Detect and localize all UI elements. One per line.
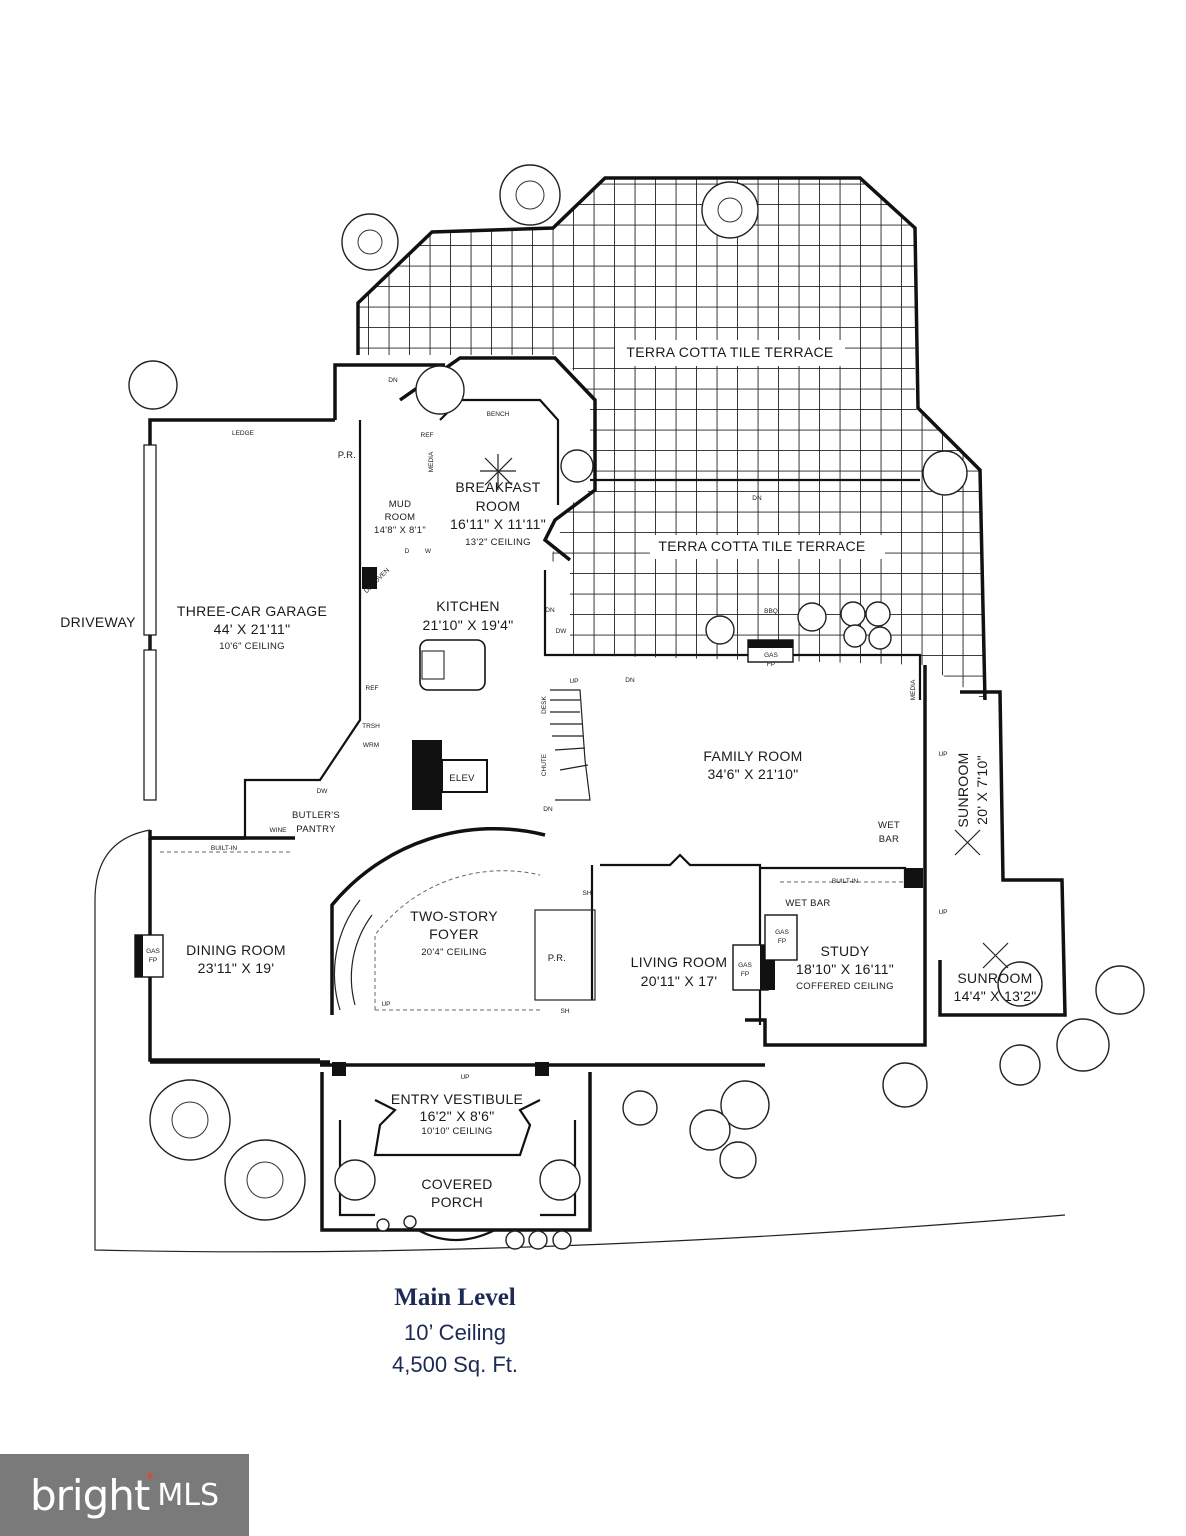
kitchen-size: 21'10" X 19'4" <box>422 617 513 633</box>
gas-fp-dining-2: FP <box>149 957 157 964</box>
built-in-study: BUILT-IN <box>832 878 859 885</box>
garage-name: THREE-CAR GARAGE <box>177 603 327 619</box>
dn-label-1: DN <box>388 377 398 384</box>
butlers-name2: PANTRY <box>296 824 336 835</box>
dn-label-3: DN <box>625 677 635 684</box>
family-size: 34'6" X 21'10" <box>707 766 798 782</box>
foyer-name2: FOYER <box>429 926 479 942</box>
sunroom-lower-name: SUNROOM <box>957 970 1032 986</box>
ledge-label: LEDGE <box>232 430 255 437</box>
level-square-footage: 4,500 Sq. Ft. <box>392 1352 518 1377</box>
media-label-family: MEDIA <box>910 679 917 700</box>
family-name: FAMILY ROOM <box>703 748 802 764</box>
mud-name: MUD <box>389 499 412 510</box>
breakfast-name: BREAKFAST <box>455 479 540 495</box>
gas-fp-dining-1: GAS <box>146 948 160 955</box>
gas-fp-family-1: GAS <box>764 652 778 659</box>
garage-size: 44' X 21'11" <box>214 621 291 637</box>
media-label-mud: MEDIA <box>428 451 435 472</box>
ref-label-mud: REF <box>421 432 434 439</box>
up-label-5: UP <box>460 1074 469 1081</box>
vestibule-name: ENTRY VESTIBULE <box>391 1091 523 1107</box>
vestibule-size: 16'2" X 8'6" <box>420 1108 495 1124</box>
bbq-label: BBQ <box>764 608 778 615</box>
sunroom-upper-size: 20' X 7'10" <box>974 755 990 825</box>
sunroom-lower-size: 14'4" X 13'2" <box>953 988 1036 1004</box>
dn-label-5: DN <box>545 607 555 614</box>
porch-name2: PORCH <box>431 1194 483 1210</box>
up-label-3: UP <box>938 909 947 916</box>
sunroom-upper-name: SUNROOM <box>955 752 971 827</box>
living-size: 20'11" X 17' <box>641 973 718 989</box>
gas-fp-family-2: FP <box>767 661 775 668</box>
vestibule-ceiling: 10'10" CEILING <box>421 1126 492 1137</box>
study-name: STUDY <box>821 943 870 959</box>
garage-ceiling: 10'6" CEILING <box>219 641 285 652</box>
bright-mls-logo: bright MLS <box>0 1454 249 1536</box>
dining-name: DINING ROOM <box>186 942 286 958</box>
wine-label: WINE <box>270 827 288 834</box>
desk-label: DESK <box>541 695 548 713</box>
room-labels: TERRA COTTA TILE TERRACE TERRA COTTA TIL… <box>60 344 1036 1210</box>
bench-label: BENCH <box>487 411 510 418</box>
breakfast-name2: ROOM <box>476 498 521 514</box>
gas-fp-living-1: GAS <box>738 962 752 969</box>
gas-fp-study-2: FP <box>778 938 786 945</box>
kitchen-name: KITCHEN <box>436 598 500 614</box>
up-label-2: UP <box>938 751 947 758</box>
dw-label-butler: DW <box>317 788 329 795</box>
up-label-4: UP <box>381 1001 390 1008</box>
logo-mls-text: MLS <box>157 1477 219 1513</box>
breakfast-ceiling: 13'2" CEILING <box>465 537 531 548</box>
wrm-label: WRM <box>363 742 379 749</box>
wet-bar-study-label: WET BAR <box>785 898 830 909</box>
study-size: 18'10" X 16'11" <box>796 961 894 977</box>
trsh-label: TRSH <box>362 723 380 730</box>
up-label-1: UP <box>569 678 578 685</box>
butlers-name: BUTLER'S <box>292 810 340 821</box>
ceiling-fan-icons <box>480 454 1009 969</box>
sh-label-upper: SH <box>582 890 591 897</box>
gas-fp-living-2: FP <box>741 971 749 978</box>
study-ceiling: COFFERED CEILING <box>796 981 894 992</box>
terrace <box>356 176 987 701</box>
elev-label: ELEV <box>449 773 475 784</box>
w-label: W <box>425 548 432 555</box>
level-ceiling: 10’ Ceiling <box>404 1320 506 1345</box>
sh-label-lower: SH <box>560 1008 569 1015</box>
dining-size: 23'11" X 19' <box>198 960 275 976</box>
pr-upper-label: P.R. <box>338 450 356 461</box>
breakfast-size: 16'11" X 11'11" <box>450 516 546 532</box>
logo-star-icon <box>145 1470 156 1481</box>
mud-name2: ROOM <box>385 512 416 523</box>
porch-name: COVERED <box>421 1176 492 1192</box>
chute-label: CHUTE <box>541 753 548 776</box>
house-walls <box>94 356 1067 1253</box>
foyer-name: TWO-STORY <box>410 908 498 924</box>
wet-bar-family-l2: BAR <box>879 834 899 845</box>
mud-size: 14'8" X 8'1" <box>374 525 426 536</box>
wet-bar-family-l1: WET <box>878 820 900 831</box>
pr-lower-label: P.R. <box>548 953 566 964</box>
dw-label-kitchen: DW <box>556 628 568 635</box>
gas-fp-study-1: GAS <box>775 929 789 936</box>
dn-label-4: DN <box>543 806 553 813</box>
built-in-dining: BUILT-IN <box>211 845 238 852</box>
d-label: D <box>405 548 410 555</box>
terrace-label-south: TERRA COTTA TILE TERRACE <box>658 538 865 554</box>
landscaping-trees <box>128 164 1145 1250</box>
terrace-label-north: TERRA COTTA TILE TERRACE <box>626 344 833 360</box>
driveway-label: DRIVEWAY <box>60 614 136 630</box>
level-title: Main Level <box>394 1284 516 1311</box>
living-name: LIVING ROOM <box>631 954 728 970</box>
dn-label-2: DN <box>752 495 762 502</box>
logo-wordmark: bright <box>30 1470 156 1520</box>
ref-label-kitchen: REF <box>366 685 379 692</box>
foyer-ceiling: 20'4" CEILING <box>421 947 487 958</box>
